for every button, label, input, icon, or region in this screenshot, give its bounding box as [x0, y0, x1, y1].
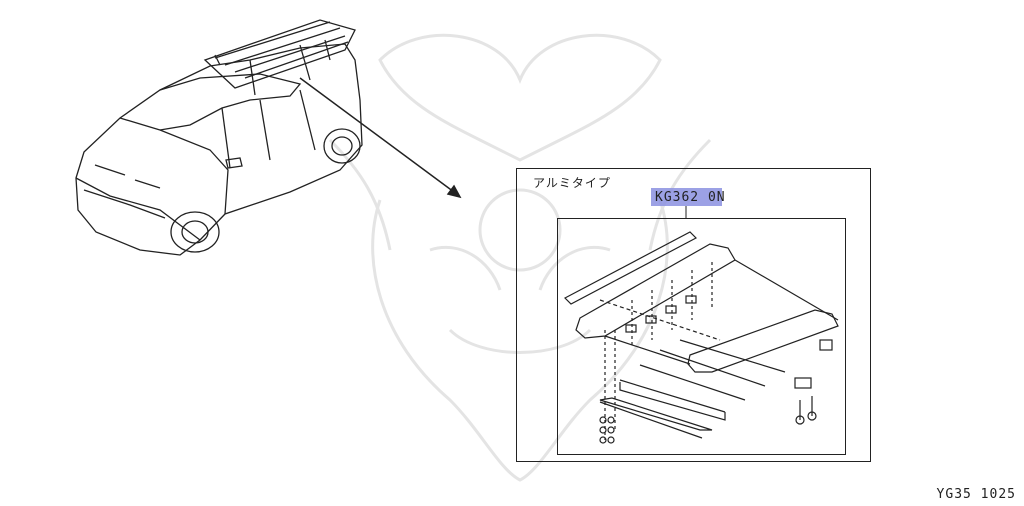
- watermark-emblem: [328, 33, 712, 482]
- roof-rack-illustration: [564, 231, 839, 444]
- vehicle-illustration: [75, 19, 363, 256]
- parts-detail-frame: [557, 218, 846, 455]
- part-number[interactable]: KG362 0N: [655, 190, 726, 205]
- leader-arrow: [299, 77, 462, 199]
- part-number-highlight[interactable]: [651, 188, 722, 206]
- type-label: アルミタイプ: [533, 176, 611, 190]
- diagram-code: YG35 1025: [936, 487, 1016, 502]
- parts-frame: [516, 168, 871, 462]
